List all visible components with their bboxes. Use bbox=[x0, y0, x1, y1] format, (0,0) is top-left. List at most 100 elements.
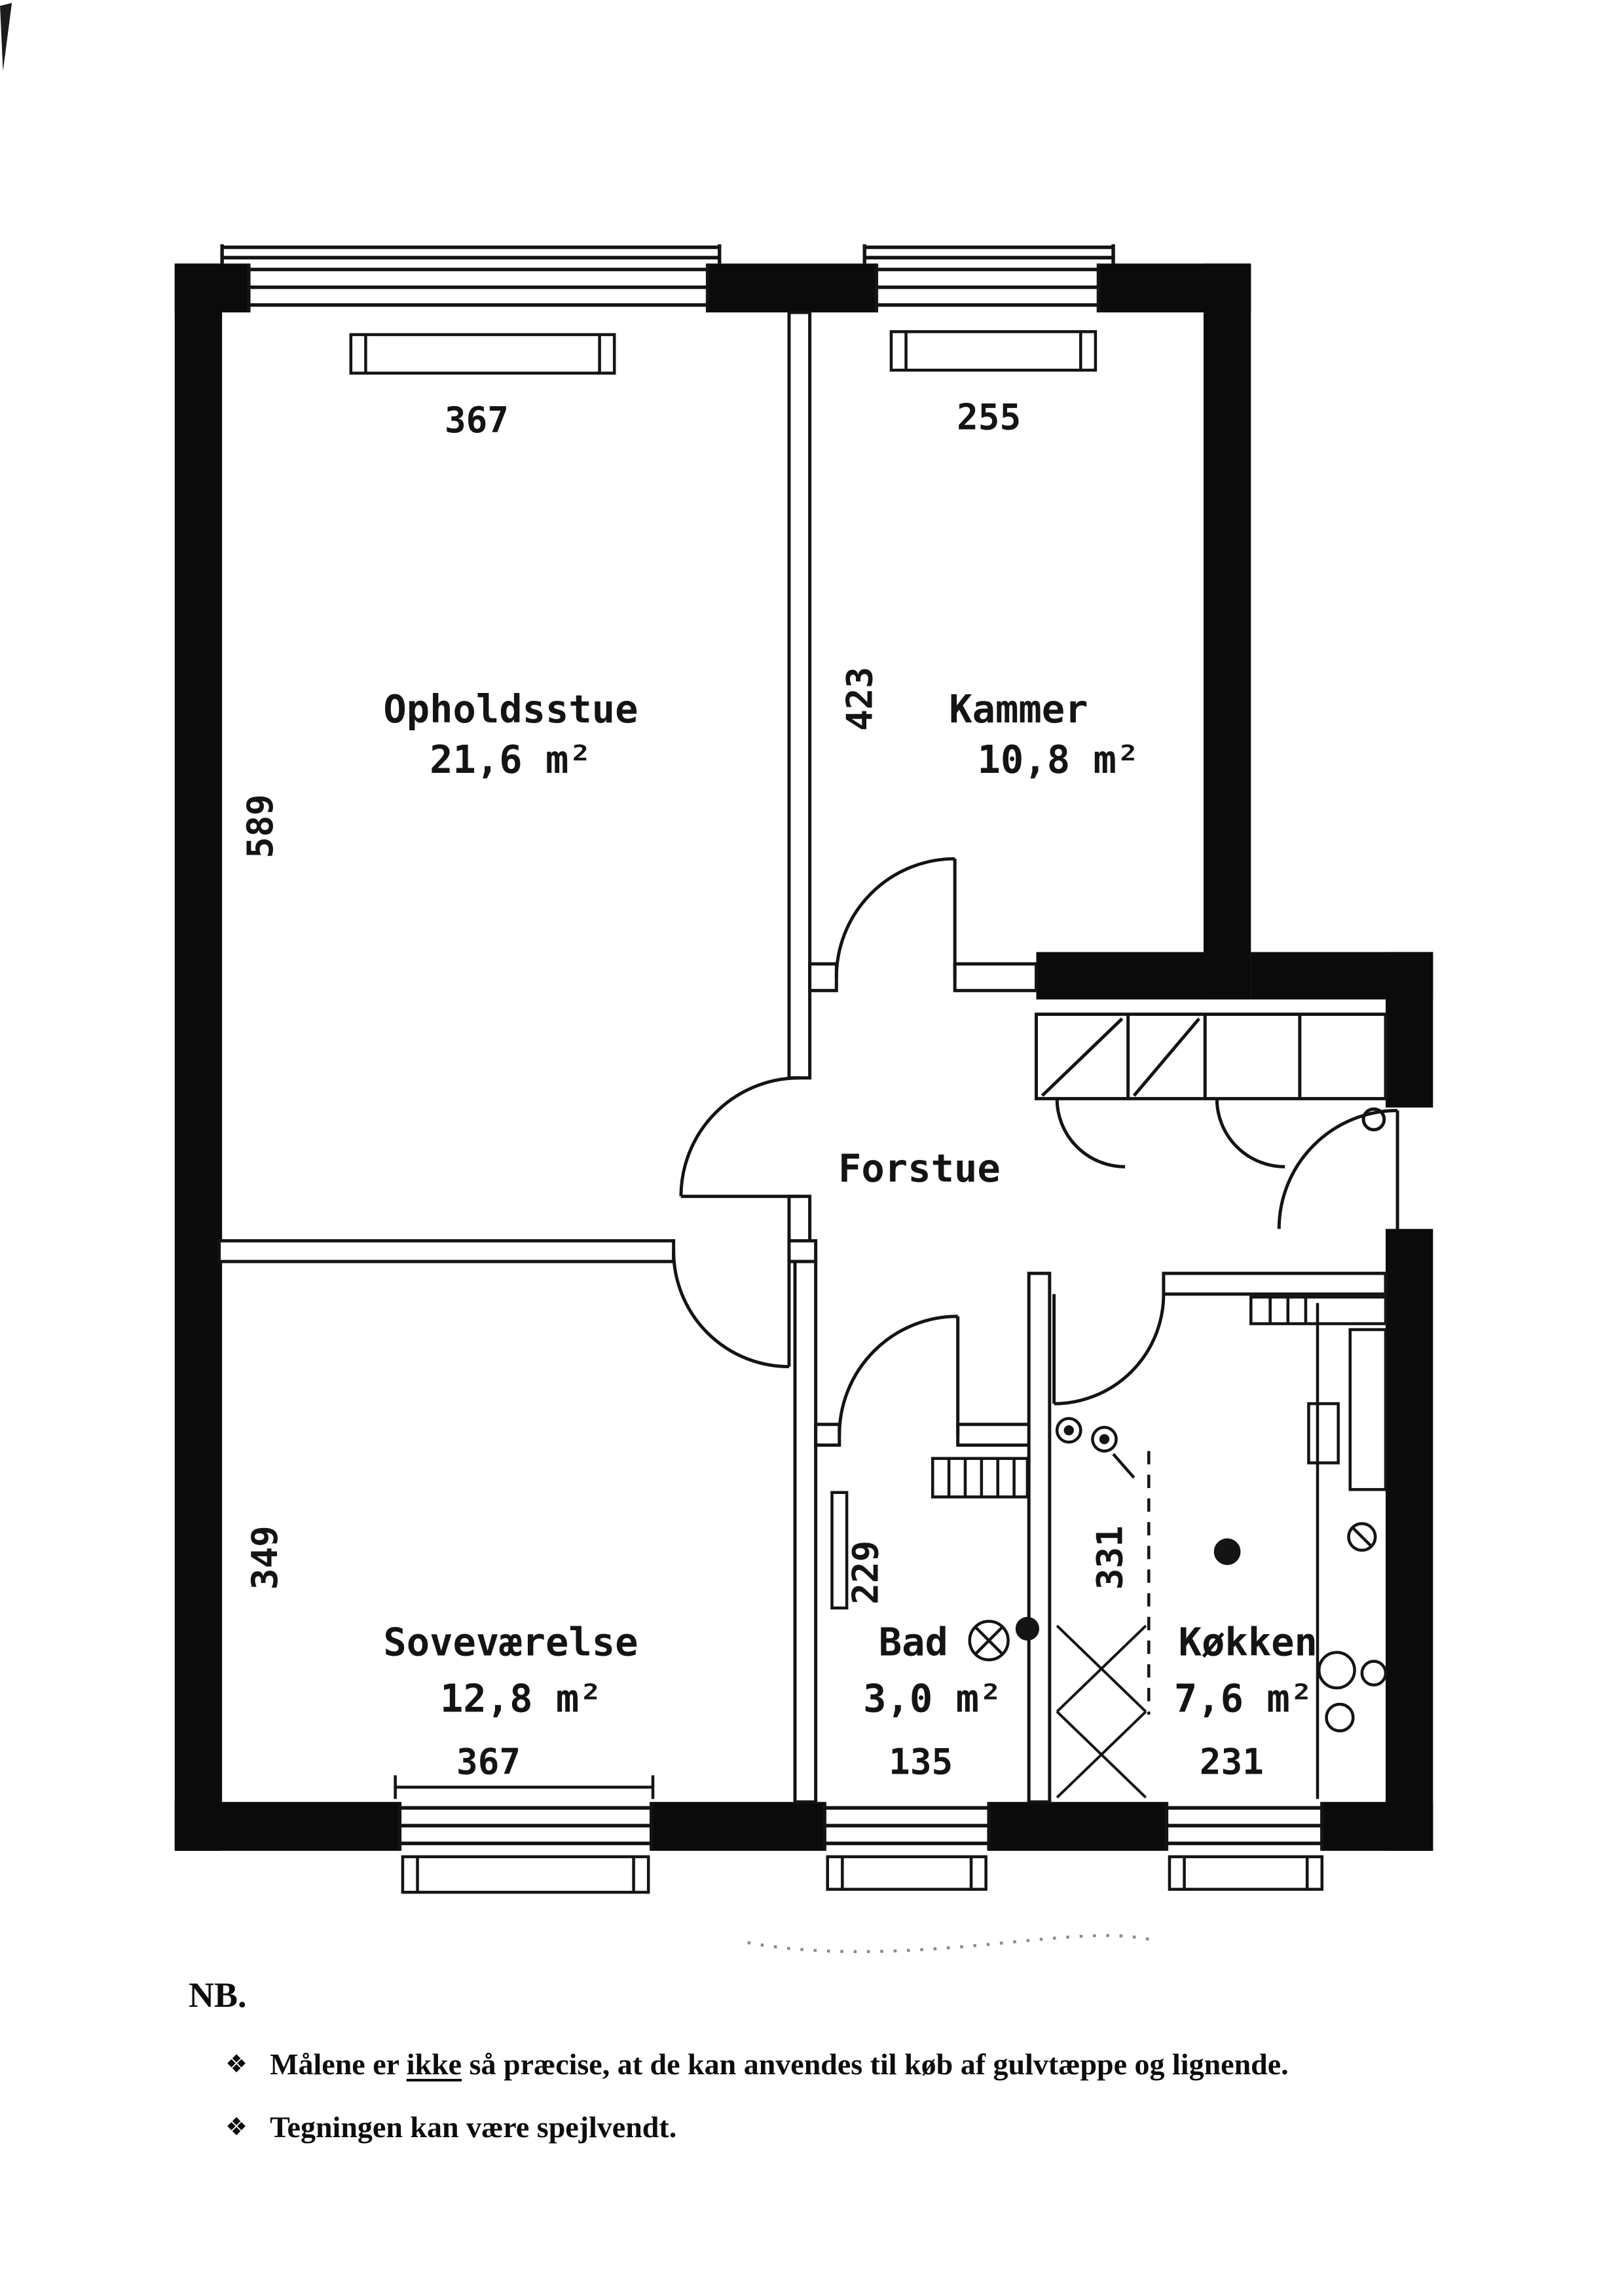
wall-segment bbox=[651, 1802, 825, 1851]
wall-segment bbox=[1027, 1271, 1052, 1804]
dim-kammer-width: 255 bbox=[957, 397, 1021, 438]
wall-segment bbox=[989, 1802, 1167, 1851]
room-label-bad: Bad bbox=[879, 1619, 948, 1664]
outer-walls bbox=[174, 263, 1433, 1851]
dim-bad-width: 135 bbox=[889, 1741, 953, 1782]
wall-segment bbox=[1036, 952, 1251, 999]
wall-segment bbox=[174, 1802, 400, 1851]
dim-sovevaerelse-height: 349 bbox=[244, 1525, 286, 1590]
dim-sovevaerelse-width: 367 bbox=[456, 1741, 521, 1782]
window bbox=[874, 263, 1101, 312]
sink-bowl bbox=[1318, 1651, 1356, 1690]
dim-opholdsstue-width: 367 bbox=[445, 400, 509, 441]
washbasin bbox=[968, 1620, 1010, 1662]
counter-hatch bbox=[1268, 1297, 1308, 1324]
burner-dot bbox=[1063, 1425, 1074, 1436]
dim-bad-height: 229 bbox=[845, 1540, 887, 1605]
scan-artifact bbox=[0, 3, 12, 71]
sink-bowl bbox=[1360, 1660, 1388, 1687]
doors bbox=[672, 857, 1399, 1435]
cistern-hatch bbox=[947, 1458, 1016, 1497]
tap bbox=[1347, 1521, 1377, 1552]
sill bbox=[401, 1855, 650, 1894]
folding-table bbox=[1056, 1624, 1147, 1799]
dim-koekken-width: 231 bbox=[1200, 1741, 1264, 1782]
wall-segment bbox=[808, 962, 838, 992]
radiator-ticks bbox=[904, 331, 1082, 371]
dim-koekken-height: 331 bbox=[1090, 1525, 1131, 1590]
window bbox=[247, 263, 710, 312]
room-label-sovevaerelse: Soveværelse bbox=[383, 1619, 638, 1664]
wall-segment bbox=[787, 310, 812, 1080]
bullet-icon: ❖ bbox=[225, 2049, 248, 2078]
sill-ticks bbox=[841, 1856, 973, 1890]
door-kammer bbox=[834, 857, 957, 978]
note-text: Tegningen kan være spejlvendt. bbox=[270, 2110, 677, 2144]
burner bbox=[1091, 1426, 1118, 1453]
sill-ticks bbox=[416, 1856, 635, 1893]
note-text: Målene er ikke så præcise, at de kan anv… bbox=[270, 2047, 1289, 2081]
wall-segment bbox=[217, 1239, 676, 1263]
drain-dot bbox=[1015, 1616, 1040, 1641]
radiator bbox=[889, 330, 1098, 372]
door-entrance bbox=[1277, 1108, 1399, 1229]
dim-367-bottom-line bbox=[394, 1775, 655, 1799]
arrow-mark bbox=[1112, 1453, 1135, 1479]
tap-handle bbox=[1350, 1525, 1374, 1548]
room-label-kammer: Kammer bbox=[949, 686, 1088, 732]
sink-bowl bbox=[1325, 1702, 1355, 1732]
door-bad bbox=[838, 1315, 960, 1435]
burner bbox=[1055, 1417, 1082, 1444]
bathroom-fixtures bbox=[830, 1457, 1040, 1662]
burner-dot bbox=[1099, 1434, 1110, 1445]
pipe bbox=[830, 1491, 849, 1610]
windows bbox=[220, 244, 1324, 1851]
closet-knob bbox=[1361, 1107, 1386, 1132]
area-label-kammer: 10,8 m² bbox=[978, 737, 1140, 782]
radiators-sills bbox=[349, 330, 1324, 1894]
closet-swing bbox=[1055, 1098, 1285, 1168]
closet-dividers bbox=[1126, 1014, 1302, 1099]
note-item: ❖ Tegningen kan være spejlvendt. bbox=[189, 2097, 1485, 2159]
fridge bbox=[1348, 1328, 1388, 1491]
wall-segment bbox=[1321, 1802, 1433, 1851]
closet-row bbox=[1035, 1013, 1388, 1100]
wall-segment bbox=[953, 962, 1038, 992]
area-label-koekken: 7,6 m² bbox=[1174, 1675, 1313, 1721]
wall-segment bbox=[1386, 952, 1433, 1108]
closet-door-marks bbox=[1041, 1017, 1201, 1097]
wall-segment bbox=[956, 1423, 1041, 1447]
washbasin-cross bbox=[974, 1626, 1004, 1655]
radiator bbox=[349, 333, 616, 375]
door-sovevaerelse bbox=[672, 1251, 791, 1369]
wall-segment bbox=[1203, 263, 1251, 999]
wall-segment bbox=[793, 1259, 818, 1804]
area-label-sovevaerelse: 12,8 m² bbox=[440, 1675, 602, 1721]
window bbox=[1164, 1802, 1324, 1851]
notes-block: NB. ❖ Målene er ikke så præcise, at de k… bbox=[189, 1975, 1485, 2159]
room-label-koekken: Køkken bbox=[1179, 1619, 1318, 1664]
wall-segment bbox=[707, 263, 877, 312]
wall-segment bbox=[1162, 1271, 1388, 1296]
window-frame bbox=[862, 244, 1115, 264]
window bbox=[397, 1802, 654, 1851]
room-label-forstue: Forstue bbox=[838, 1146, 1001, 1191]
scan-squiggle bbox=[747, 1933, 1153, 1953]
area-label-bad: 3,0 m² bbox=[863, 1675, 1002, 1721]
interior-walls bbox=[217, 310, 1388, 1804]
wall-segment bbox=[814, 1423, 841, 1447]
notes-heading: NB. bbox=[189, 1975, 247, 2015]
sill bbox=[1168, 1855, 1324, 1891]
counter-unit bbox=[1307, 1402, 1340, 1465]
dim-kammer-height: 423 bbox=[840, 667, 881, 731]
sill-ticks bbox=[1183, 1856, 1309, 1890]
window-frame bbox=[220, 244, 722, 264]
hall-closets bbox=[1035, 1013, 1388, 1168]
kitchen-fixtures bbox=[1055, 1296, 1388, 1799]
counter-top bbox=[1249, 1296, 1388, 1326]
wall-segment bbox=[174, 263, 223, 1851]
sill bbox=[826, 1855, 987, 1891]
bullet-icon: ❖ bbox=[225, 2112, 248, 2141]
wall-segment bbox=[1386, 1229, 1433, 1851]
radiator-ticks bbox=[364, 334, 601, 373]
